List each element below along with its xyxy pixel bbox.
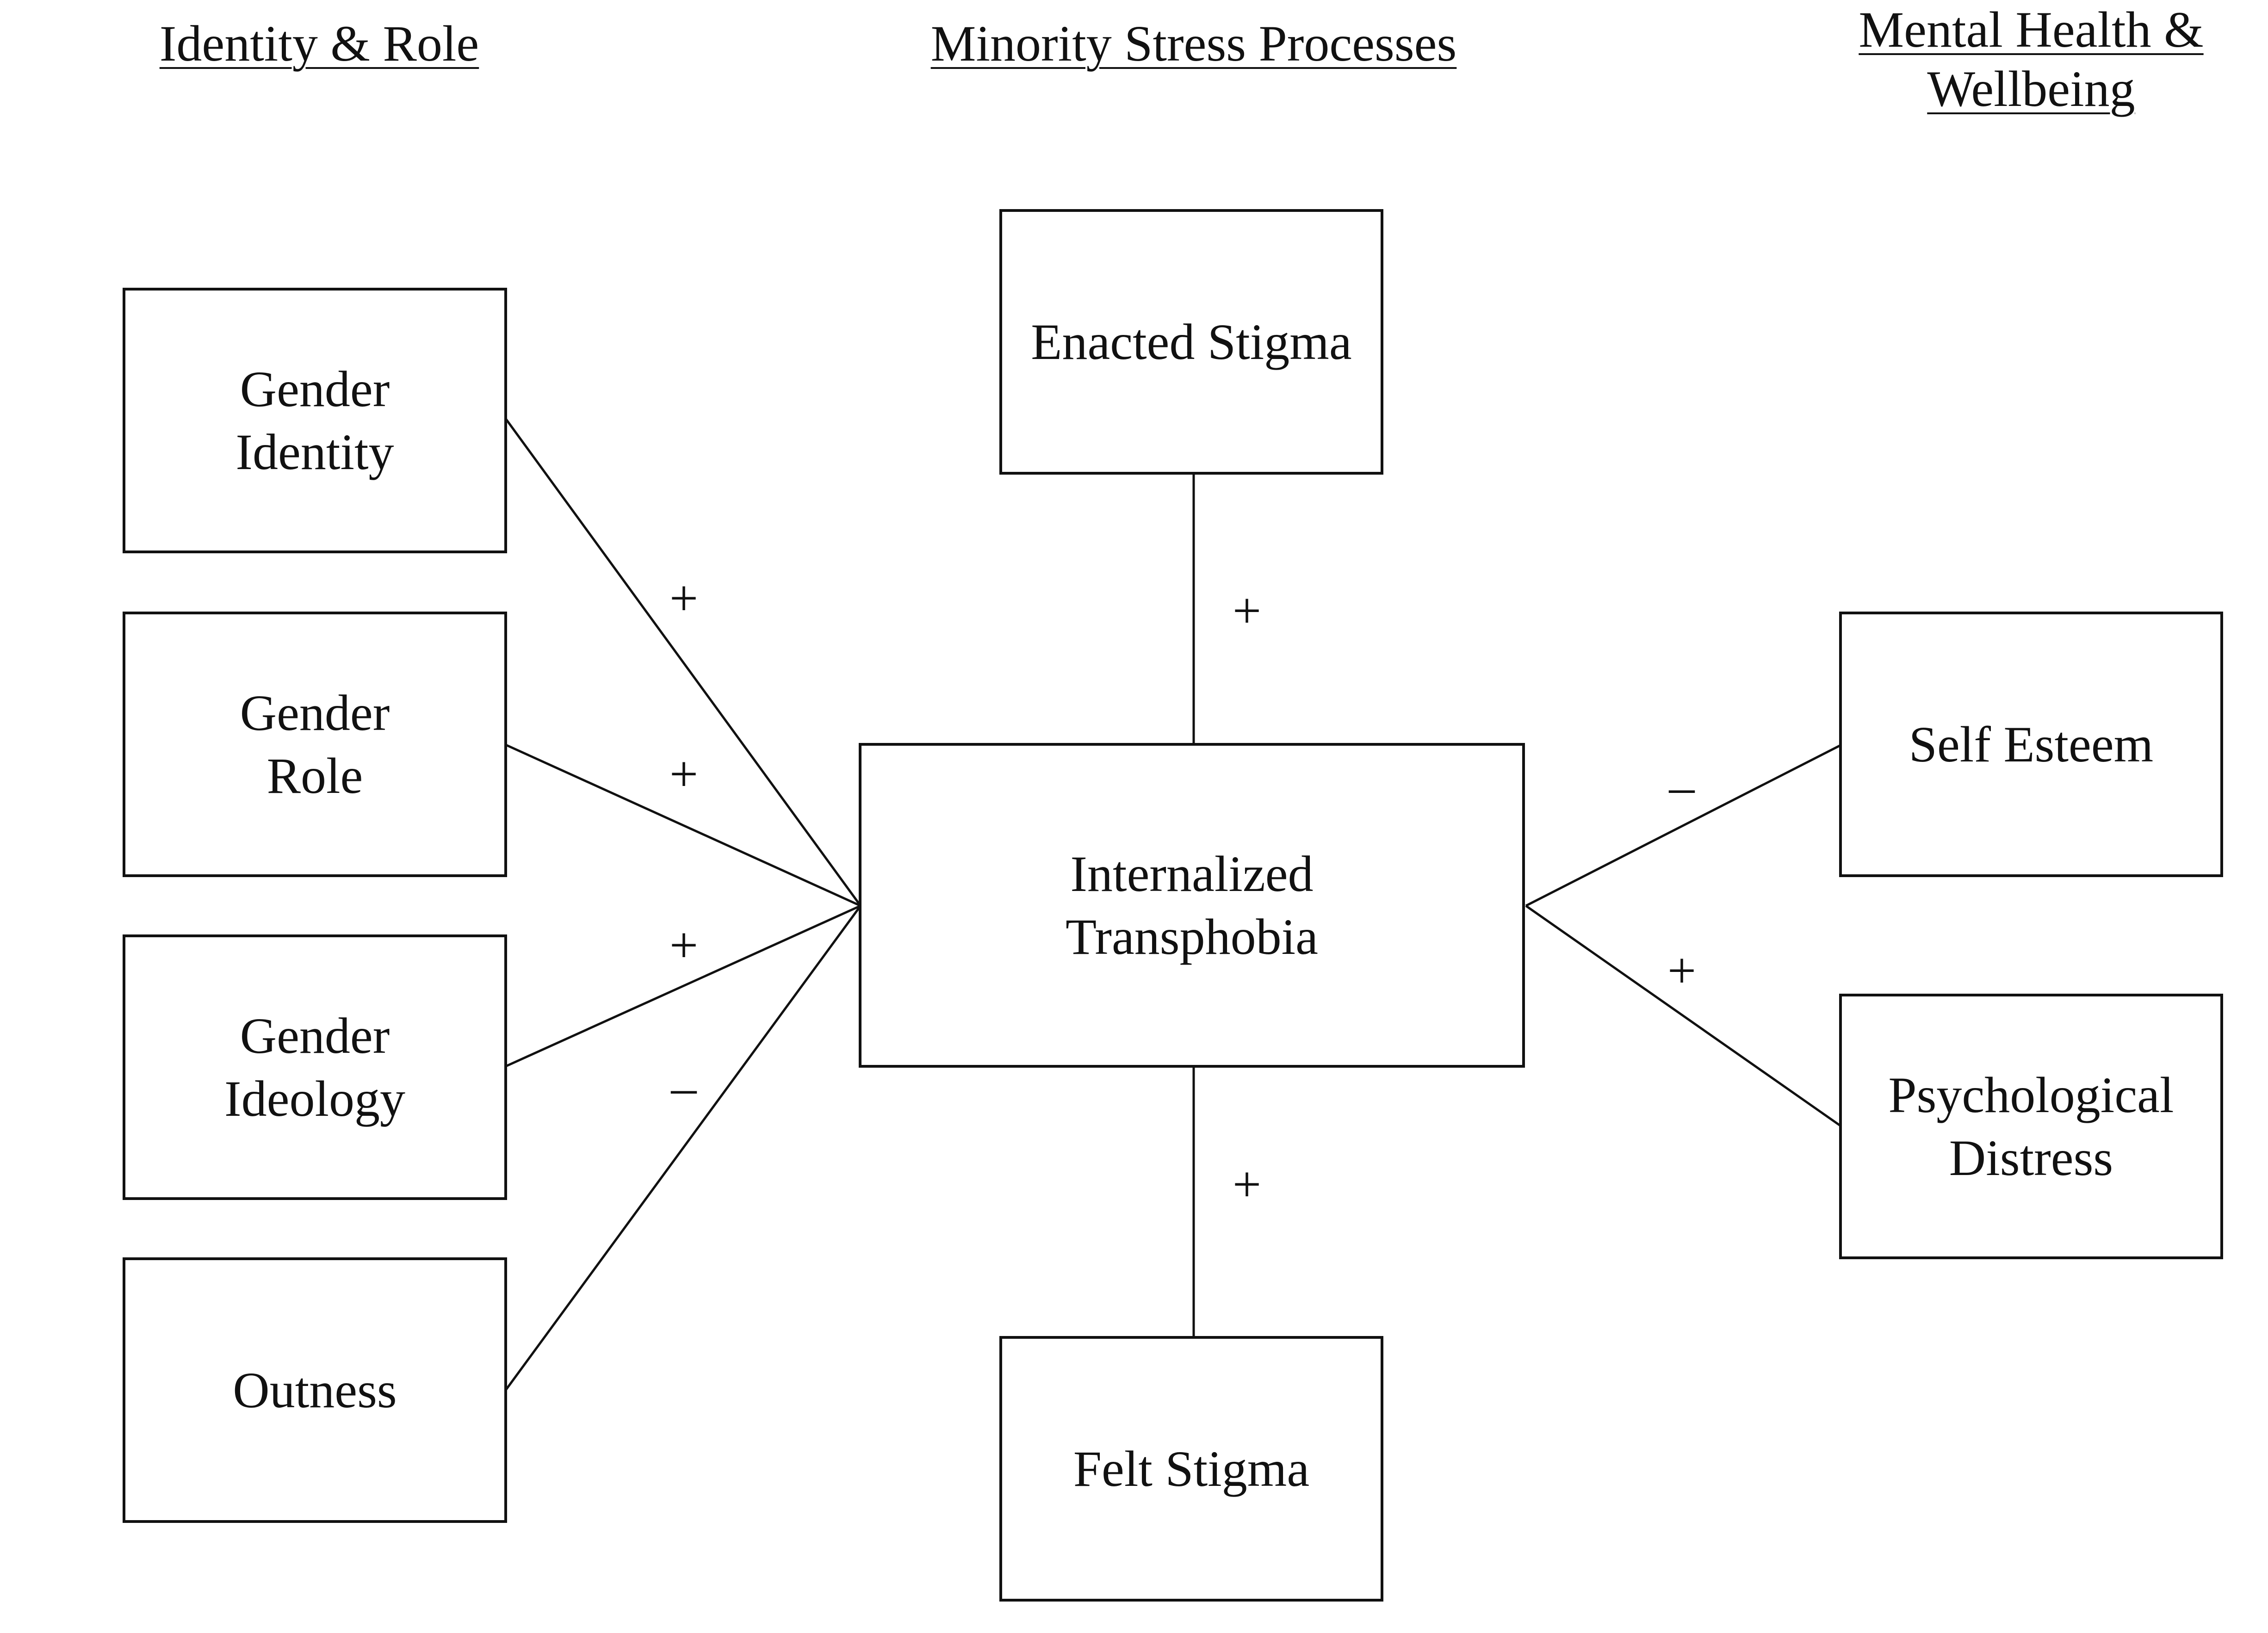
node-internalized-transphobia-line2: Transphobia — [1066, 909, 1318, 965]
sign-self-esteem: – — [1669, 758, 1695, 815]
node-enacted-stigma-line1: Enacted Stigma — [1031, 314, 1352, 370]
node-gender-ideology: Gender Ideology — [123, 934, 507, 1200]
node-gender-ideology-line1: Gender — [240, 1008, 390, 1064]
node-psychological-distress-line1: Psychological — [1888, 1067, 2174, 1123]
node-internalized-transphobia-line1: Internalized — [1070, 846, 1314, 902]
node-internalized-transphobia: Internalized Transphobia — [859, 743, 1525, 1068]
sign-gender-role: + — [669, 746, 699, 802]
node-gender-role-line2: Role — [266, 748, 363, 804]
node-gender-role: Gender Role — [123, 612, 507, 877]
sign-gender-ideology: + — [669, 917, 699, 973]
edge-self-esteem — [1525, 743, 1842, 907]
edge-psychological-distress — [1525, 904, 1842, 1128]
node-gender-role-line1: Gender — [240, 685, 390, 741]
node-felt-stigma: Felt Stigma — [999, 1336, 1383, 1602]
node-gender-ideology-line2: Ideology — [224, 1070, 405, 1127]
sign-enacted-stigma: + — [1232, 582, 1262, 639]
node-psychological-distress: Psychological Distress — [1839, 994, 2223, 1259]
sign-gender-identity: + — [669, 570, 699, 626]
edge-gender-role — [505, 743, 861, 907]
node-felt-stigma-line1: Felt Stigma — [1073, 1441, 1310, 1497]
node-outness: Outness — [123, 1257, 507, 1523]
heading-mental-health-line2: Wellbeing — [1927, 61, 2135, 117]
node-self-esteem: Self Esteem — [1839, 612, 2223, 877]
node-enacted-stigma: Enacted Stigma — [999, 209, 1383, 475]
sign-psychological-distress: + — [1667, 942, 1697, 999]
node-self-esteem-line1: Self Esteem — [1909, 716, 2154, 773]
node-outness-line1: Outness — [233, 1362, 397, 1418]
node-gender-identity: Gender Identity — [123, 288, 507, 553]
node-gender-identity-line1: Gender — [240, 361, 390, 417]
heading-mental-health-line1: Mental Health & — [1859, 1, 2204, 58]
node-psychological-distress-line2: Distress — [1949, 1130, 2113, 1186]
heading-mental-health: Mental Health & Wellbeing — [1804, 0, 2258, 118]
heading-identity-role: Identity & Role — [159, 15, 479, 72]
sign-outness: – — [671, 1059, 697, 1115]
edge-outness — [504, 905, 862, 1391]
heading-minority-stress: Minority Stress Processes — [930, 15, 1457, 72]
sign-felt-stigma: + — [1232, 1156, 1262, 1212]
node-gender-identity-line2: Identity — [235, 424, 394, 480]
edge-gender-identity — [504, 418, 862, 907]
edge-gender-ideology — [505, 904, 861, 1068]
